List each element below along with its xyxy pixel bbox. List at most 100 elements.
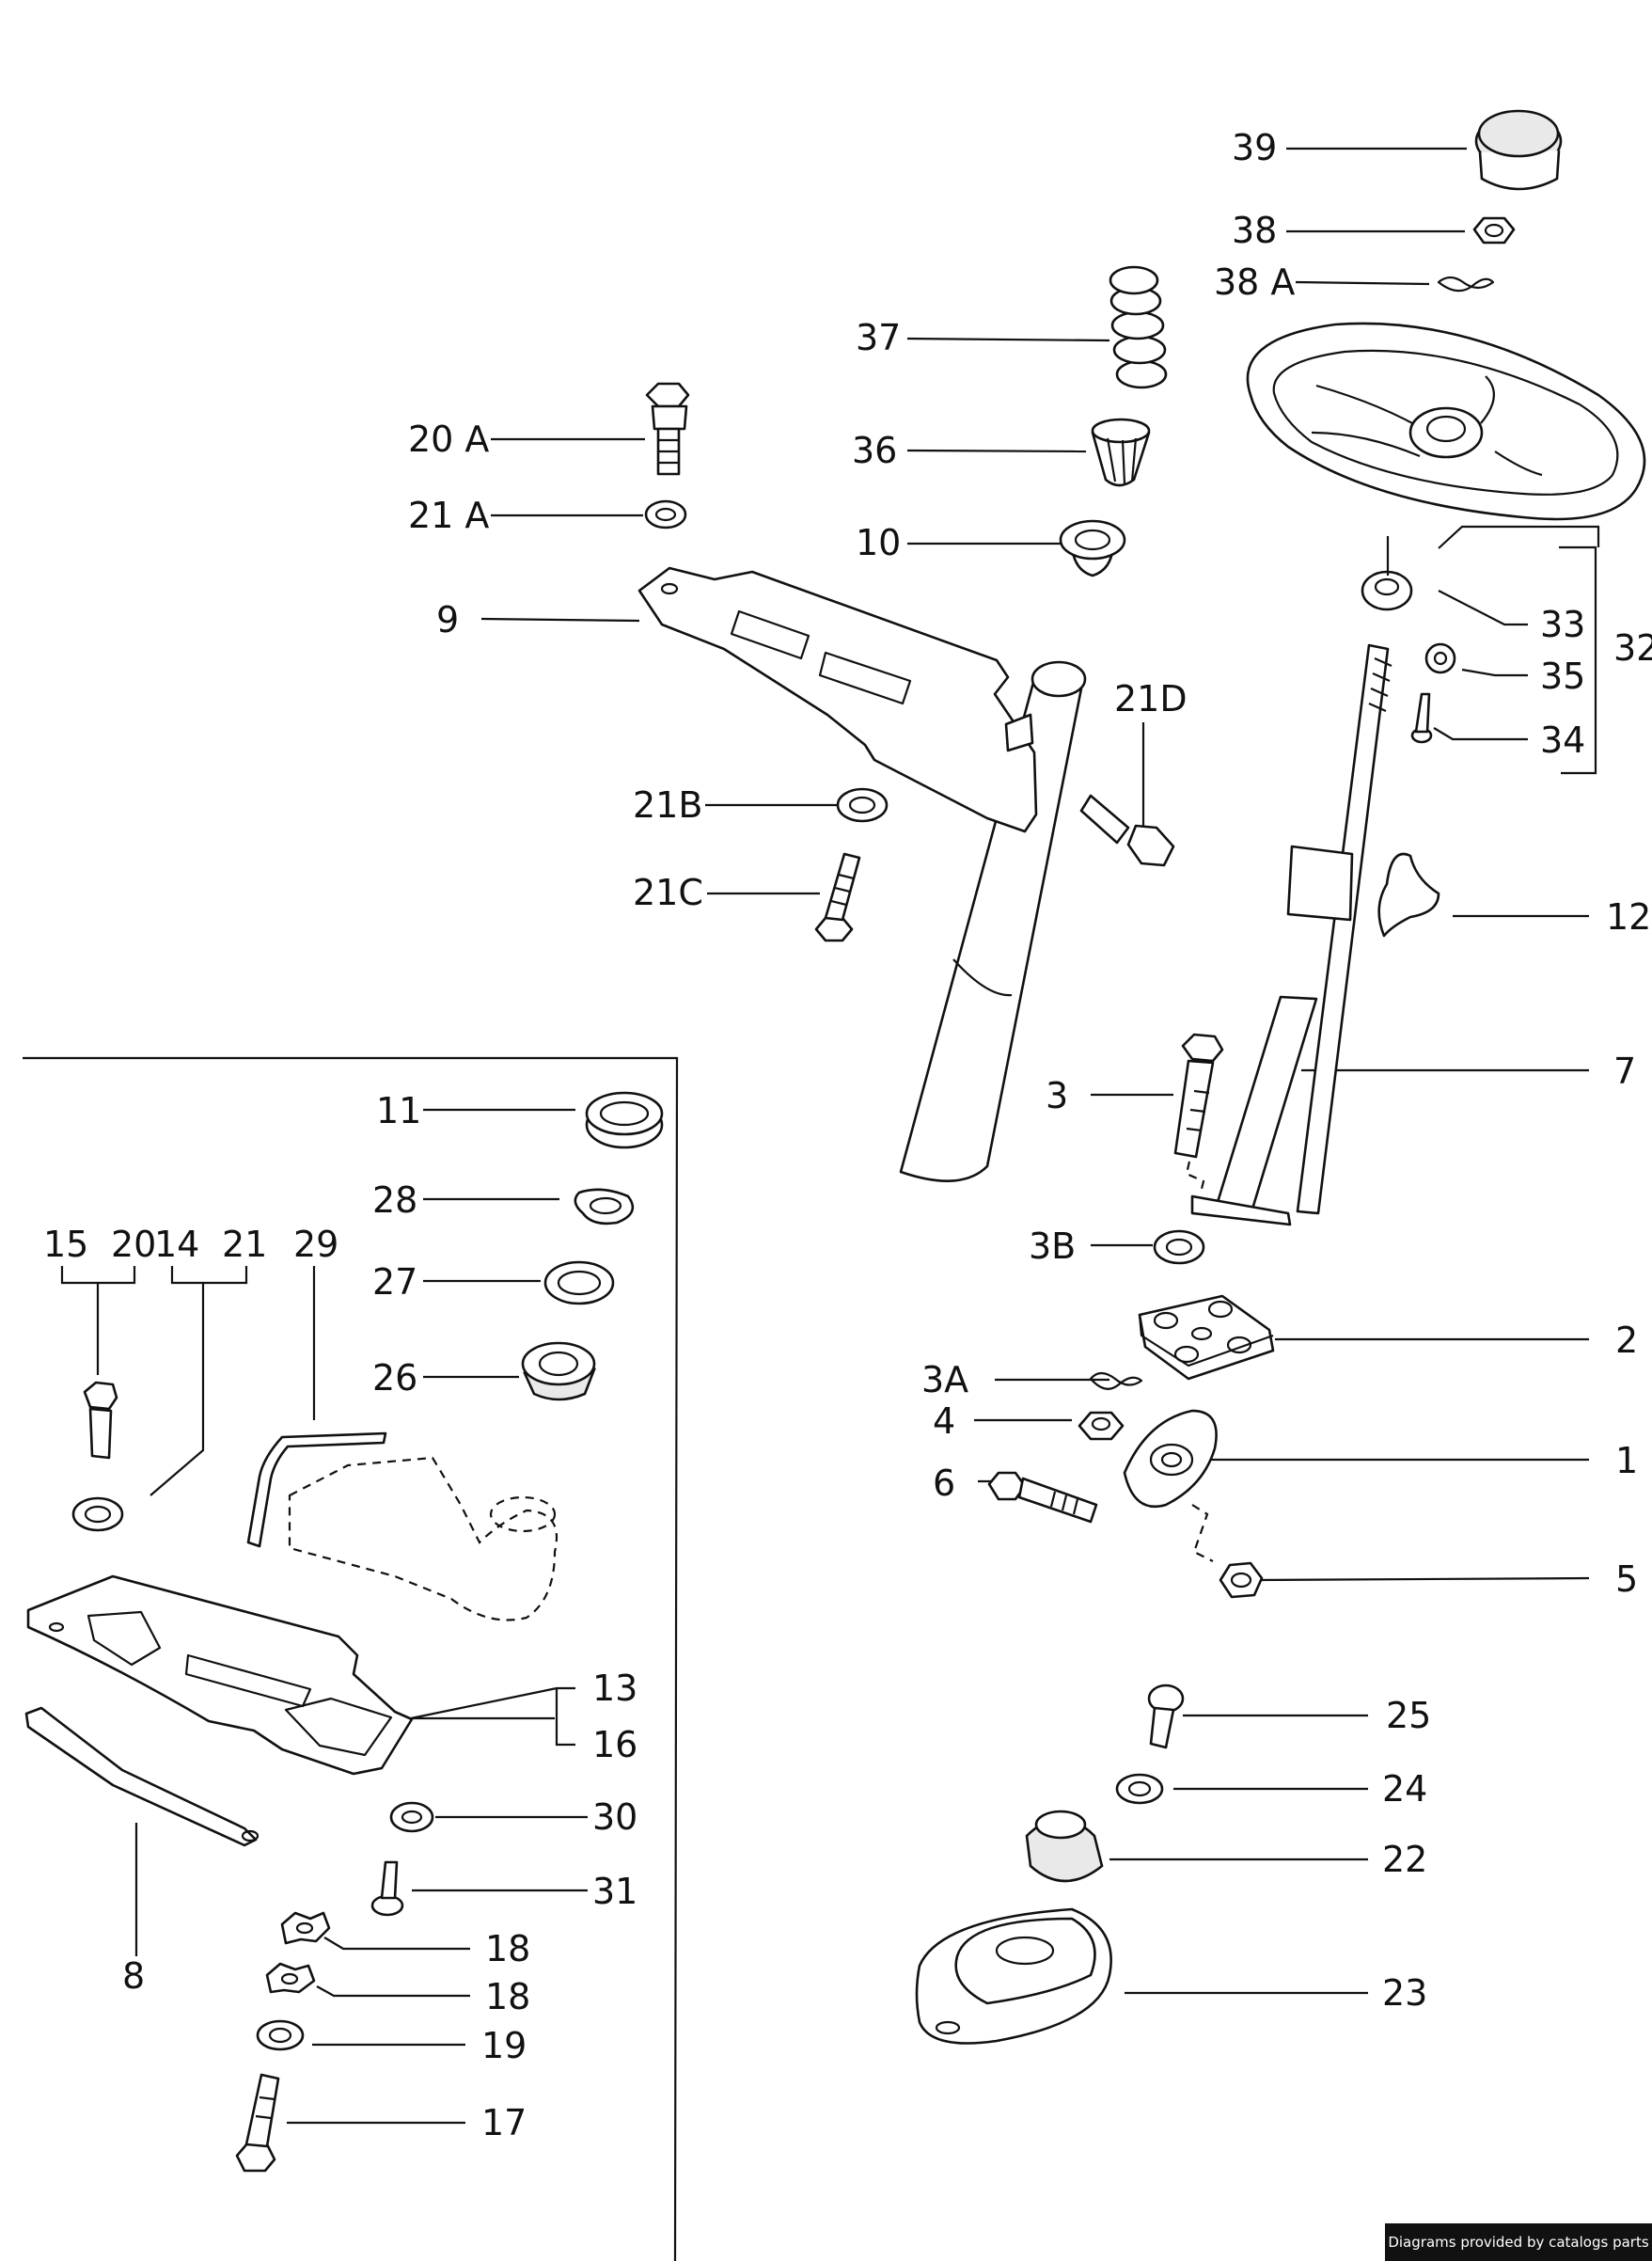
part-star-washer (1424, 642, 1456, 674)
part-rubber-boot (1025, 1810, 1104, 1883)
callout-15: 15 (43, 1224, 88, 1265)
callout-12: 12 (1606, 896, 1651, 938)
part-ring-11 (585, 1091, 664, 1149)
part-column-tube (899, 660, 1087, 1182)
callout-33: 33 (1540, 604, 1585, 645)
callout-1: 1 (1615, 1440, 1638, 1481)
part-rod-29 (246, 1431, 387, 1548)
callout-38a: 38 A (1214, 261, 1295, 303)
callout-labels: 39 38 38 A 37 36 10 20 A 21 A 9 21D 21B … (43, 127, 1652, 2143)
part-link-8 (24, 1706, 260, 1847)
callout-35: 35 (1540, 656, 1585, 697)
callout-21c: 21C (633, 872, 703, 913)
part-lock-washer (1437, 276, 1495, 293)
callout-25: 25 (1386, 1695, 1431, 1736)
callout-13: 13 (592, 1668, 637, 1709)
callout-27: 27 (372, 1261, 417, 1303)
part-dashed-outline (288, 1456, 559, 1621)
callout-38: 38 (1232, 210, 1277, 251)
part-washer-24 (1115, 1773, 1164, 1805)
part-flex-coupling (1138, 1294, 1275, 1381)
leader-lines (60, 147, 1600, 2125)
callout-20: 20 (111, 1224, 156, 1265)
callout-23: 23 (1382, 1972, 1427, 2014)
callout-16: 16 (592, 1724, 637, 1765)
callout-37: 37 (856, 317, 901, 358)
callout-21: 21 (222, 1224, 267, 1265)
part-spring (1109, 265, 1168, 389)
callout-36: 36 (852, 430, 897, 471)
callout-5: 5 (1615, 1558, 1638, 1600)
callout-28: 28 (372, 1179, 417, 1221)
callout-7: 7 (1613, 1051, 1636, 1092)
inset-frame (23, 1056, 679, 2261)
callout-30: 30 (592, 1796, 637, 1838)
part-bolt-3 (1173, 1033, 1224, 1190)
part-bushing (1059, 519, 1126, 577)
part-washer-21a (644, 499, 687, 530)
callout-21a: 21 A (408, 495, 489, 536)
callout-8: 8 (122, 1955, 145, 1997)
part-bracket-13 (26, 1574, 414, 1776)
callout-21d: 21D (1114, 678, 1188, 719)
callout-3: 3 (1046, 1075, 1068, 1116)
callout-31: 31 (592, 1871, 637, 1912)
part-cone-sleeve (1091, 418, 1151, 487)
part-washer-3b (1153, 1229, 1205, 1265)
callout-22: 22 (1382, 1839, 1427, 1880)
part-hex-bolt-20a (645, 382, 690, 476)
part-base-housing (915, 1907, 1112, 2045)
callout-6: 6 (933, 1463, 955, 1504)
callout-17: 17 (481, 2102, 527, 2143)
callout-32: 32 (1613, 627, 1652, 669)
part-star-washer-18b (265, 1962, 316, 1994)
callout-11: 11 (376, 1090, 421, 1131)
callout-21b: 21B (633, 784, 702, 826)
callout-9: 9 (436, 599, 459, 640)
part-ring-27 (543, 1260, 615, 1305)
part-nut-4 (1078, 1411, 1125, 1441)
callout-34: 34 (1540, 719, 1585, 761)
part-washer-21b (836, 787, 889, 823)
part-clip (1377, 852, 1440, 938)
callout-24: 24 (1382, 1768, 1427, 1810)
callout-20a: 20 A (408, 419, 489, 460)
part-star-washer-18a (280, 1911, 331, 1945)
part-bolt-17 (235, 2073, 280, 2173)
part-circlip-28 (574, 1188, 635, 1225)
part-washer-14 (71, 1496, 124, 1532)
callout-19: 19 (481, 2025, 527, 2066)
callout-3b: 3B (1029, 1225, 1076, 1267)
part-bushing-26 (521, 1341, 596, 1401)
callout-26: 26 (372, 1357, 417, 1399)
part-nut-5 (1219, 1561, 1264, 1599)
part-horn-contact (1361, 536, 1413, 611)
part-screw-small (1410, 692, 1433, 744)
callout-39: 39 (1232, 127, 1277, 168)
callout-3a: 3A (921, 1359, 968, 1400)
part-cap (1474, 109, 1563, 191)
part-clamp-bolt (987, 1471, 1098, 1524)
callout-29: 29 (293, 1224, 338, 1265)
callout-4: 4 (933, 1400, 955, 1442)
part-steering-column-shaft (1190, 643, 1392, 1226)
part-circlip-30 (389, 1801, 434, 1833)
part-clamp-flange (1123, 1409, 1218, 1562)
callout-2: 2 (1615, 1320, 1638, 1361)
part-steering-wheel (1246, 322, 1646, 521)
part-mounting-bracket (637, 566, 1038, 833)
part-screw-25 (1147, 1684, 1185, 1749)
part-bolt-21d (1079, 794, 1175, 867)
part-bolt-21c (814, 852, 861, 942)
callout-14: 14 (154, 1224, 199, 1265)
part-bolt-15 (83, 1381, 118, 1460)
part-lock-plate-3a (1089, 1371, 1143, 1390)
callout-18-lower: 18 (485, 1976, 530, 2017)
part-nut (1472, 216, 1516, 245)
part-washer-19 (256, 2019, 305, 2051)
callout-18-upper: 18 (485, 1928, 530, 1969)
part-screw-31 (370, 1860, 404, 1917)
callout-10: 10 (856, 522, 901, 563)
credit-banner: Diagrams provided by catalogs parts (1385, 2223, 1652, 2261)
